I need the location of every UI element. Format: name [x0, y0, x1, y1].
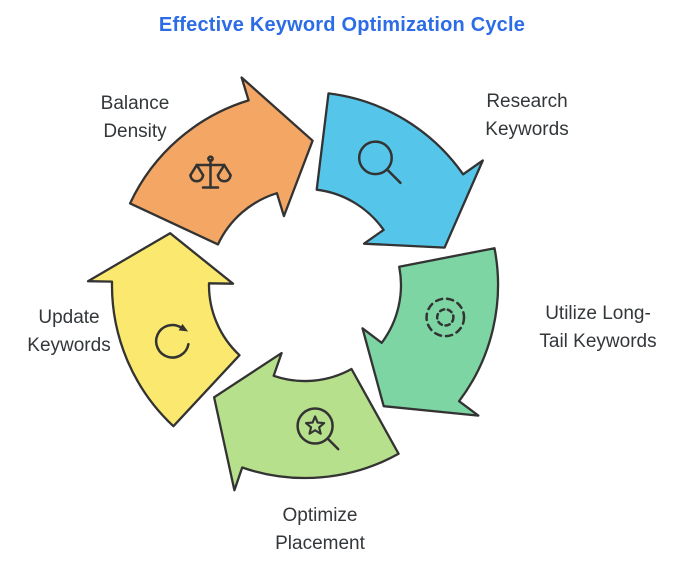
optimize-placement-arrow: [212, 351, 400, 492]
search-icon: [357, 140, 402, 185]
utilize-long-tail-arrow: [361, 247, 500, 417]
refresh-icon: [154, 323, 190, 359]
label-optimize-placement: Optimize Placement: [275, 505, 365, 554]
update-keywords-arrow: [86, 232, 241, 428]
research-keywords-arrow: [315, 92, 484, 249]
label-research-keywords: Research Keywords: [485, 91, 569, 140]
star-search-icon: [296, 407, 340, 451]
page-title: Effective Keyword Optimization Cycle: [158, 14, 526, 36]
balance-density-arrow: [128, 76, 314, 246]
target-icon: [425, 297, 466, 338]
label-utilize-long-tail-keywords: Utilize Long- Tail Keywords: [539, 303, 657, 352]
label-balance-density: Balance Density: [100, 93, 170, 142]
balance-scale-icon: [189, 155, 232, 189]
label-update-keywords: Update Keywords: [27, 307, 111, 356]
